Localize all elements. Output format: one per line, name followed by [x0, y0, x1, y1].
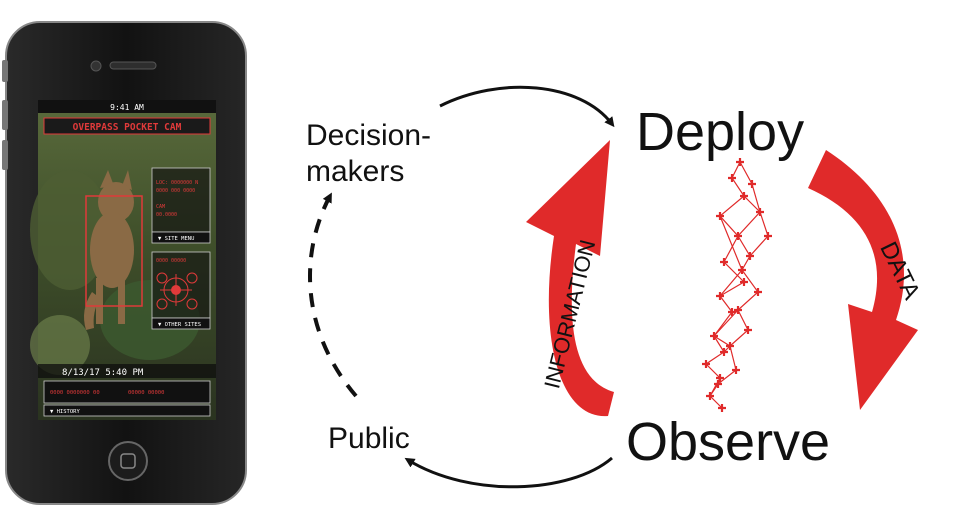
decision-makers-label: Decision- makers	[306, 119, 439, 188]
information-arrow	[526, 140, 614, 417]
arrow-observe-to-public	[404, 456, 613, 489]
plus-marker-icon	[716, 212, 724, 220]
plus-marker-icon	[726, 342, 734, 350]
phone: 9:41 AM OVERPASS POCKET CAM LOC: 0000000…	[2, 21, 247, 505]
plus-marker-icon	[748, 180, 756, 188]
site-menu-button[interactable]	[151, 231, 211, 244]
info-panel-text: LOC: 0000000 N	[156, 180, 198, 186]
other-sites-label: ▼ OTHER SITES	[158, 322, 201, 328]
plus-marker-icon	[710, 332, 718, 340]
plus-marker-icon	[740, 192, 748, 200]
detection-panel	[43, 380, 211, 404]
date-time: 8/13/17 5:40 PM	[62, 368, 144, 378]
arrow-decision-to-deploy	[439, 85, 615, 128]
plus-marker-icon	[728, 308, 736, 316]
plus-marker-icon	[720, 258, 728, 266]
home-button-icon	[108, 441, 148, 481]
plus-marker-icon	[746, 252, 754, 260]
plus-marker-icon	[732, 366, 740, 374]
plus-marker-icon	[740, 278, 748, 286]
plus-marker-icon	[756, 208, 764, 216]
arrow-public-to-decision	[308, 192, 358, 398]
plus-marker-icon	[714, 380, 722, 388]
camera-icon	[90, 60, 102, 72]
info-panel-text: CAM	[156, 204, 165, 210]
side-button-top	[2, 60, 8, 82]
plus-marker-icon	[702, 158, 772, 412]
plus-marker-icon	[764, 232, 772, 240]
plus-marker-icon	[716, 292, 724, 300]
date-bar	[38, 364, 216, 378]
plus-marker-icon	[716, 374, 724, 382]
plus-marker-icon	[702, 360, 710, 368]
info-panel-text: 0000 000 0000	[156, 188, 195, 194]
status-bar	[38, 100, 216, 113]
plus-marker-icon	[728, 174, 736, 182]
observe-label: Observe	[626, 412, 830, 472]
status-time: 9:41 AM	[110, 103, 144, 112]
plus-marker-icon	[734, 306, 742, 314]
speaker-icon	[109, 61, 157, 70]
site-menu-label: ▼ SITE MENU	[158, 236, 194, 242]
history-button[interactable]	[43, 404, 211, 417]
side-button-mid	[2, 100, 8, 130]
side-button-low	[2, 140, 8, 170]
app-title: OVERPASS POCKET CAM	[73, 122, 182, 133]
plus-marker-icon	[744, 326, 752, 334]
foliage	[30, 315, 90, 375]
history-label: ▼ HISTORY	[50, 409, 80, 415]
other-sites-button[interactable]	[151, 317, 211, 330]
target-panel-text: 0000 00000	[156, 258, 186, 264]
plus-marker-icon	[734, 232, 742, 240]
plus-marker-icon	[720, 348, 728, 356]
plus-marker-icon	[706, 392, 714, 400]
info-panel	[151, 167, 211, 233]
target-center	[171, 285, 181, 295]
detection-box	[85, 195, 143, 307]
plus-marker-icon	[718, 404, 726, 412]
detection-label: 0000 0000000 00	[50, 390, 100, 396]
plus-marker-icon	[754, 288, 762, 296]
info-panel-text: 00.0000	[156, 212, 177, 218]
foliage	[30, 170, 110, 290]
public-label: Public	[328, 422, 410, 455]
plus-marker-icon	[738, 266, 746, 274]
app-title-bar	[43, 117, 211, 135]
plus-marker-icon	[736, 158, 744, 166]
detection-value: 00000 00000	[128, 390, 164, 396]
data-arrow	[808, 150, 918, 410]
deploy-label: Deploy	[636, 102, 804, 162]
coyote-image	[84, 170, 134, 330]
